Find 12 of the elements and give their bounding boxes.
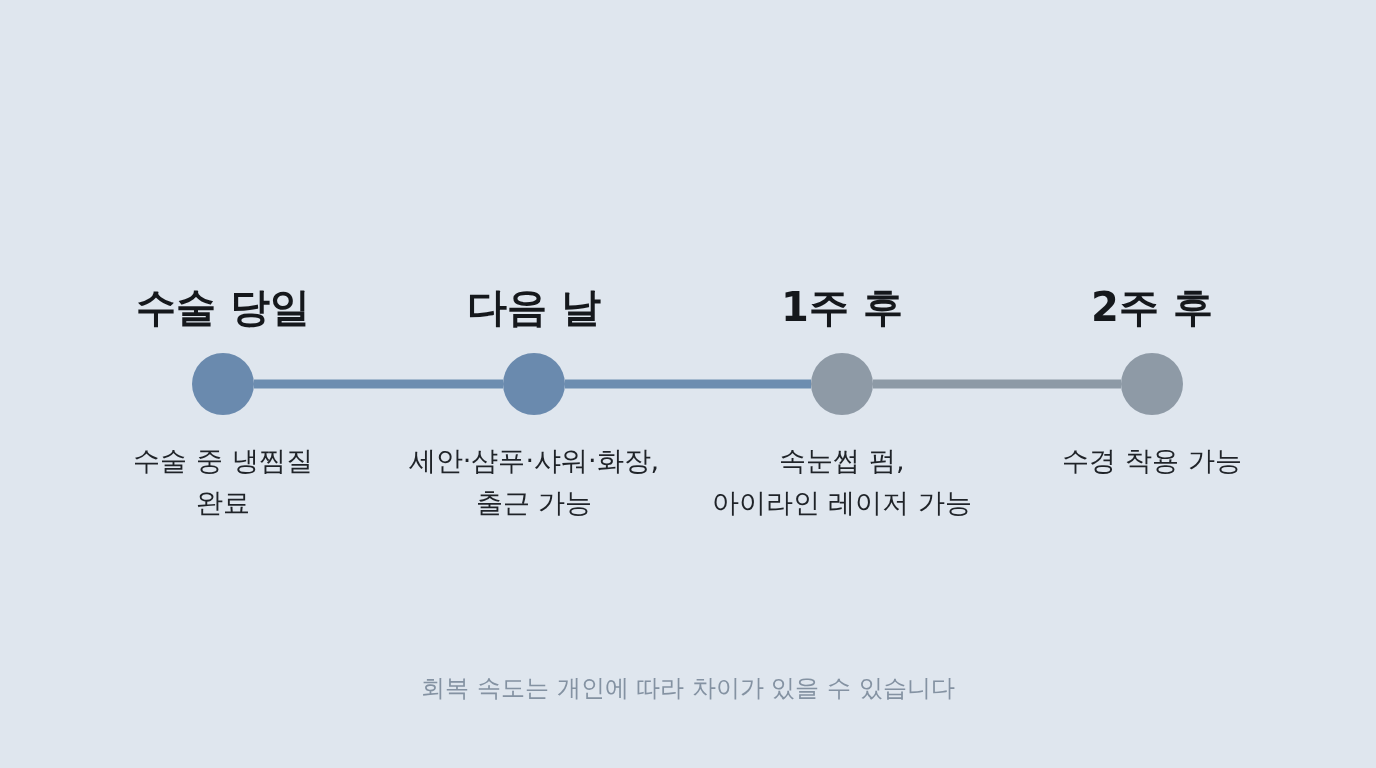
stage-heading: 2주 후 [1091,283,1213,331]
caption: 회복 속도는 개인에 따라 차이가 있을 수 있습니다 [420,673,956,704]
connector-line [565,379,811,389]
stage-description: 세안·샴푸·샤워·화장, 출근 가능 [407,444,661,520]
connector-line [254,379,503,389]
stage-heading: 다음 날 [467,283,601,331]
stage-heading: 1주 후 [781,283,903,331]
stage-description: 수술 중 냉찜질 완료 [133,444,313,520]
connector-line [873,379,1121,389]
stage-description: 수경 착용 가능 [1061,444,1243,478]
stage-description: 속눈썹 펌, 아이라인 레이저 가능 [710,444,974,520]
stage-heading: 수술 당일 [136,283,310,331]
